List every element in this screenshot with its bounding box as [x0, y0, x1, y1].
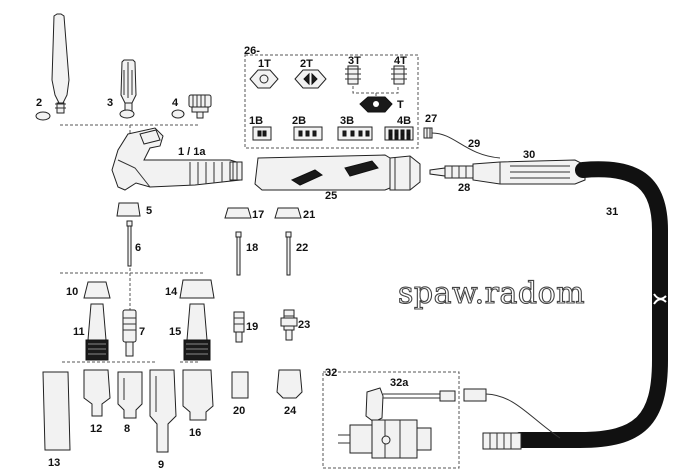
callout-19: 19	[246, 321, 258, 333]
part-12-nozzle	[83, 369, 111, 417]
callout-1: 1 / 1a	[178, 146, 206, 158]
callout-30: 30	[523, 149, 535, 161]
callout-14: 14	[165, 286, 178, 298]
label-3b: 3B	[340, 115, 354, 127]
callout-26: 26-	[244, 45, 260, 57]
callout-31: 31	[606, 206, 618, 218]
connector-kit-frame	[322, 371, 460, 469]
callout-27: 27	[425, 113, 437, 125]
callout-6: 6	[135, 242, 141, 254]
switch-t-trigger	[359, 96, 393, 113]
part-17-insulator	[224, 207, 252, 219]
part-27-plug	[423, 127, 433, 139]
part-11-gas-lens	[85, 303, 109, 361]
label-1t: 1T	[258, 58, 271, 70]
part-25-handle	[254, 154, 421, 191]
label-1b: 1B	[249, 115, 263, 127]
label-4b: 4B	[397, 115, 411, 127]
part-4-button-back-cap	[171, 94, 212, 119]
part-16-large-nozzle	[182, 369, 214, 421]
base-1b	[252, 126, 272, 141]
part-28-gas-fitting	[429, 165, 474, 179]
callout-11: 11	[73, 326, 85, 338]
switch-1t	[249, 69, 279, 89]
part-23-collet-body	[280, 309, 298, 341]
callout-18: 18	[246, 242, 258, 254]
callout-4: 4	[172, 97, 179, 109]
callout-12: 12	[90, 423, 102, 435]
t-connector-line	[352, 86, 399, 94]
callout-25: 25	[325, 190, 337, 202]
callout-24: 24	[284, 405, 297, 417]
base-4b	[384, 126, 414, 141]
callout-10: 10	[66, 286, 78, 298]
callout-17: 17	[252, 209, 264, 221]
callout-32a: 32a	[390, 377, 409, 389]
part-21-insulator	[274, 207, 302, 219]
callout-21: 21	[303, 209, 315, 221]
switch-4t	[391, 65, 407, 85]
callout-23: 23	[298, 319, 310, 331]
part-2-long-back-cap	[35, 13, 70, 121]
callout-28: 28	[458, 182, 470, 194]
label-4t: 4T	[394, 55, 407, 67]
part-15-large-gas-lens	[183, 303, 211, 361]
switch-kit-frame	[244, 54, 419, 149]
switch-3t	[345, 65, 361, 85]
watermark-text: spaw.radom	[398, 276, 585, 311]
base-2b	[293, 126, 323, 141]
part-1-torch-body	[111, 127, 243, 191]
switch-2t	[294, 69, 327, 89]
part-18-collet	[235, 231, 242, 276]
label-t: T	[397, 99, 404, 111]
part-7-collet-body	[122, 309, 137, 357]
callout-20: 20	[233, 405, 245, 417]
callout-8: 8	[124, 423, 130, 435]
cable-break-mark	[653, 293, 667, 305]
label-3t: 3T	[348, 55, 361, 67]
part-30-hose-sleeve	[472, 159, 586, 185]
part-19-collet-body	[233, 311, 245, 343]
callout-9: 9	[158, 459, 164, 471]
callout-29: 29	[468, 138, 480, 150]
part-10-gas-lens-insulator	[83, 281, 111, 299]
part-29-control-lead	[431, 132, 501, 159]
part-3-short-back-cap	[119, 59, 137, 119]
callout-15: 15	[169, 326, 181, 338]
part-22-collet	[285, 231, 292, 276]
part-31-cable-hose	[512, 161, 668, 448]
part-13-long-nozzle	[42, 371, 71, 451]
part-24-nozzle	[276, 369, 303, 399]
callout-2: 2	[36, 97, 42, 109]
callout-32: 32	[325, 367, 337, 379]
part-14-large-gas-lens-insulator	[179, 279, 215, 299]
callout-22: 22	[296, 242, 308, 254]
hose-end-connectors	[463, 388, 561, 450]
callout-3: 3	[107, 97, 113, 109]
part-5-collet-body-insulator	[116, 202, 141, 217]
part-8-nozzle	[117, 371, 143, 419]
base-3b	[337, 126, 373, 141]
label-2b: 2B	[292, 115, 306, 127]
label-2t: 2T	[300, 58, 313, 70]
callout-7: 7	[139, 326, 145, 338]
part-20-nozzle	[231, 371, 249, 399]
callout-5: 5	[146, 205, 152, 217]
callout-16: 16	[189, 427, 201, 439]
part-32a-cable-connector	[365, 387, 456, 423]
part-9-long-nozzle	[149, 369, 177, 453]
callout-13: 13	[48, 457, 60, 469]
part-32-power-connector	[338, 419, 432, 459]
part-6-collet	[126, 220, 133, 267]
